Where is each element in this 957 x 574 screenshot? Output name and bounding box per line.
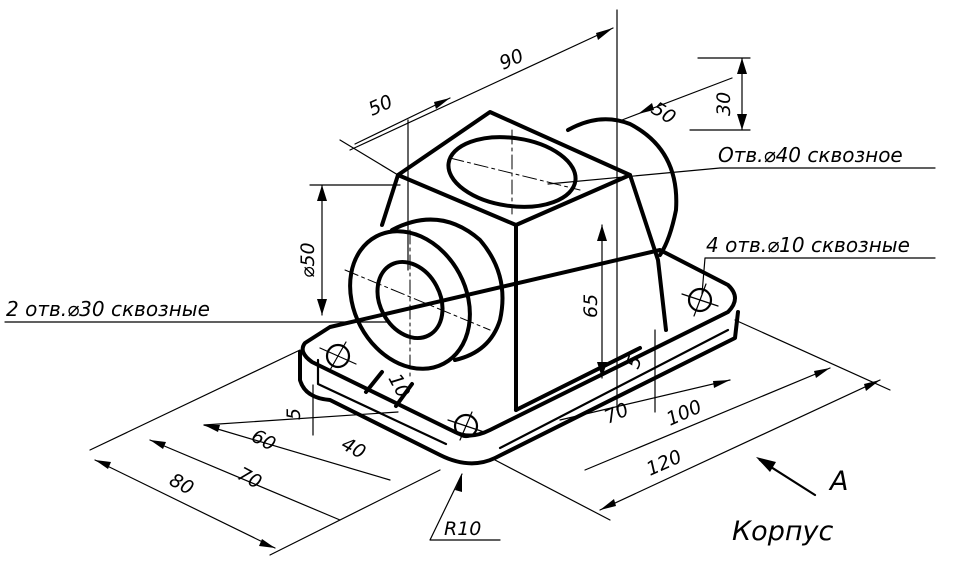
base-top-outline xyxy=(300,248,737,438)
dim-30-arrow-bottom xyxy=(737,114,747,130)
note-base-holes: 4 отв.⌀10 сквозные xyxy=(706,233,910,257)
dim-120-line xyxy=(599,379,881,511)
label-100: 100 xyxy=(663,396,705,431)
cube-right-edge xyxy=(628,173,668,332)
dim-100-arrow xyxy=(814,368,830,378)
dim-70-right-arrow xyxy=(713,380,730,388)
view-letter: A xyxy=(828,466,848,497)
dim-d50-arrow-bottom xyxy=(317,299,327,315)
label-d50: ⌀50 xyxy=(297,242,319,278)
cube-left-edge xyxy=(380,173,400,227)
cube-bottom-right xyxy=(514,346,642,412)
front-hole-centerlines xyxy=(344,229,491,381)
dim-60-line xyxy=(203,411,399,426)
dim-100-line xyxy=(584,367,831,471)
dim-90-arrow xyxy=(596,28,613,40)
dim-50-left-line xyxy=(354,97,451,145)
note-top-hole: Отв.⌀40 сквозное xyxy=(718,143,903,167)
dim-40-base-line xyxy=(203,424,391,481)
front-boss xyxy=(344,217,505,408)
label-65: 65 xyxy=(580,294,602,318)
dim-120-arrow-left xyxy=(600,499,616,510)
base-hole-right xyxy=(687,287,713,313)
dimension-lines xyxy=(4,9,936,556)
back-boss-outline xyxy=(566,117,679,257)
base-front-edge xyxy=(298,310,740,466)
dim-30-arrow-top xyxy=(737,58,747,74)
label-30: 30 xyxy=(713,92,735,116)
leader-top-hole xyxy=(547,167,936,185)
label-40: 40 xyxy=(338,433,370,464)
dim-60-arrow xyxy=(204,425,220,432)
note-side-holes: 2 отв.⌀30 сквозные xyxy=(6,297,210,321)
dim-ext-left xyxy=(339,139,399,176)
leader-base-holes xyxy=(701,257,936,295)
dim-80-extensions xyxy=(89,349,441,556)
leader-r10 xyxy=(429,473,501,541)
dim-65-arrow-bottom xyxy=(597,362,607,378)
cube-body xyxy=(380,110,668,412)
hole-centerlines xyxy=(319,283,719,441)
dim-65-arrow-top xyxy=(597,225,607,241)
label-r10: R10 xyxy=(444,518,481,540)
dim-70-left-line xyxy=(149,439,341,521)
dim-90-line xyxy=(349,27,614,151)
dim-120-arrow-right xyxy=(864,380,880,391)
drawing-title: Корпус xyxy=(732,516,833,547)
dim-d50-arrow-top xyxy=(317,185,327,201)
base-inner-edge-2 xyxy=(498,328,730,450)
dim-120-extensions xyxy=(494,319,891,521)
dim-80-arrow-right xyxy=(259,539,275,548)
dim-80-line xyxy=(94,459,276,549)
dim-70-right-line xyxy=(559,379,731,421)
label-50-left: 50 xyxy=(365,91,396,121)
dim-d50-line xyxy=(309,184,401,316)
dim-50-right-arrow xyxy=(638,103,654,114)
dim-70-left-arrow xyxy=(150,440,166,449)
back-boss xyxy=(566,117,679,257)
base-hole-front xyxy=(453,413,479,439)
front-hole xyxy=(375,259,445,341)
top-hole-centerlines xyxy=(449,129,581,215)
label-80: 80 xyxy=(166,469,198,500)
base-plate xyxy=(298,248,740,466)
dim-50-left-arrow xyxy=(434,98,450,109)
boss-slot xyxy=(364,370,414,408)
front-boss-body xyxy=(390,217,505,362)
label-5-left: 5 xyxy=(283,408,305,420)
label-120: 120 xyxy=(643,446,685,481)
label-70-left: 70 xyxy=(234,463,266,494)
label-50-right: 50 xyxy=(647,98,679,129)
front-boss-face xyxy=(348,229,472,371)
base-inner-edge xyxy=(316,358,448,446)
label-60: 60 xyxy=(248,425,280,456)
base-hole-left xyxy=(325,343,351,369)
leader-r10-arrow xyxy=(455,474,462,492)
dim-80-arrow-left xyxy=(95,460,111,469)
view-arrow-head xyxy=(756,457,776,472)
